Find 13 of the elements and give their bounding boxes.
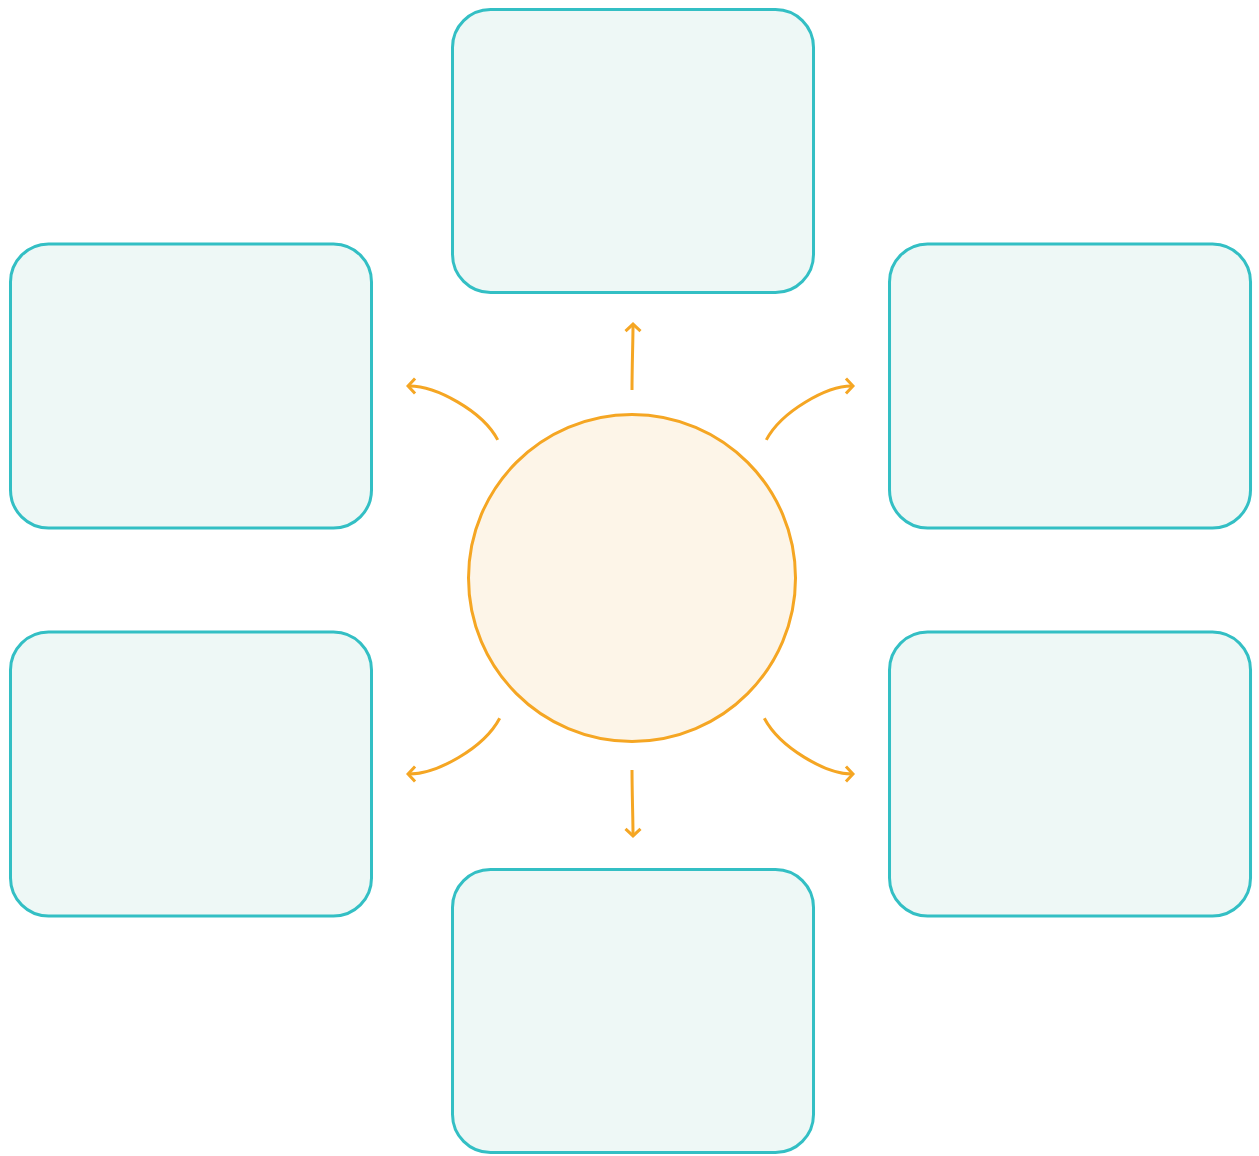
arrow bbox=[406, 717, 501, 783]
circle bbox=[467, 413, 797, 743]
arrow bbox=[624, 322, 642, 390]
arrow bbox=[406, 377, 499, 441]
rounded-box bbox=[451, 8, 815, 294]
arrow bbox=[763, 717, 855, 783]
rounded-box bbox=[9, 630, 373, 918]
rounded-box bbox=[451, 868, 815, 1154]
rounded-box bbox=[9, 242, 373, 530]
arrow bbox=[765, 377, 855, 441]
rounded-box bbox=[888, 630, 1252, 918]
arrow bbox=[624, 770, 642, 838]
rounded-box bbox=[888, 242, 1252, 530]
